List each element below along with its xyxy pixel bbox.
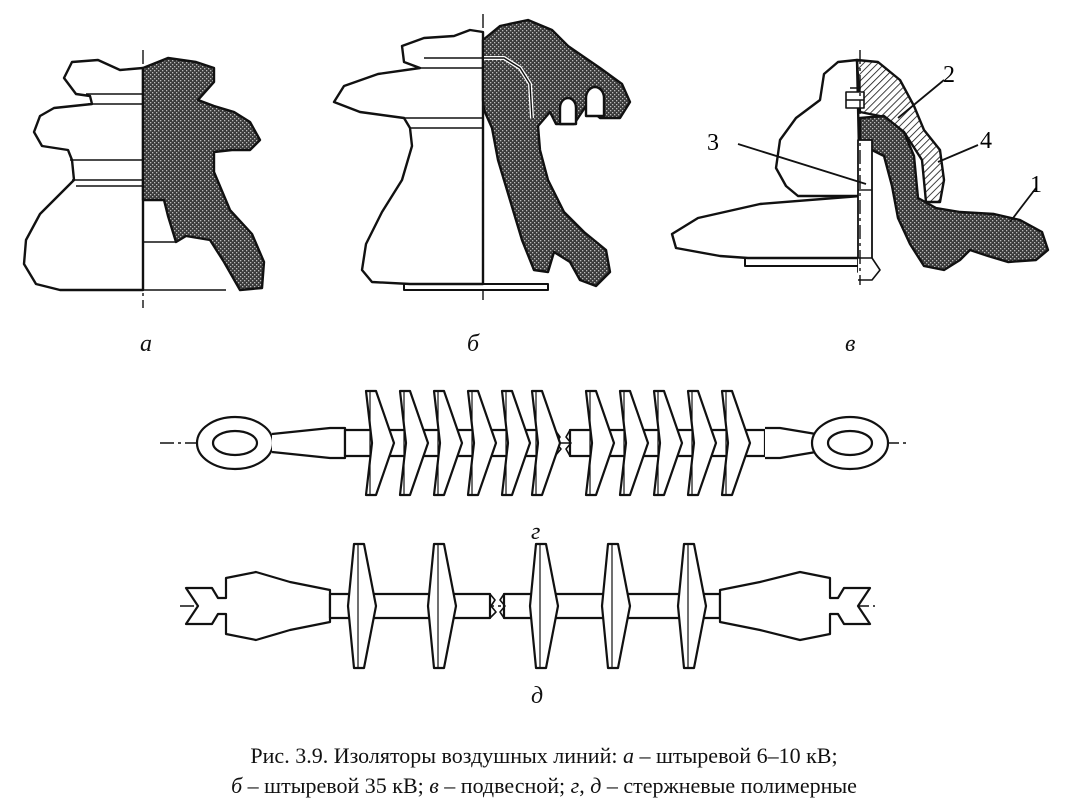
callout-2: 2 xyxy=(943,62,955,88)
callout-1: 1 xyxy=(1030,172,1042,198)
caption-fragment: – штыревой 35 кВ; xyxy=(242,773,430,798)
caption-fragment: а xyxy=(622,743,634,768)
label-b: б xyxy=(467,331,480,357)
callout-leaders xyxy=(737,79,1037,223)
insulator-g-drawing xyxy=(195,389,890,497)
caption-line-2: б – штыревой 35 кВ; в – подвесной; г, д … xyxy=(0,771,1088,801)
label-g: г xyxy=(531,519,541,545)
label-v: в xyxy=(845,331,856,357)
caption-fragment: г xyxy=(570,773,580,798)
caption-fragment: б xyxy=(231,773,243,798)
insulators-figure: 2 3 4 1 xyxy=(22,14,1050,670)
caption-fragment: д xyxy=(590,773,602,798)
caption-fragment: – стержневые полимерные xyxy=(601,773,857,798)
callout-4: 4 xyxy=(980,128,992,154)
label-d: д xyxy=(531,683,544,709)
callout-3: 3 xyxy=(707,130,719,156)
insulator-a-drawing xyxy=(22,56,266,292)
caption-fragment: Рис. 3.9. Изоляторы воздушных линий: xyxy=(250,743,623,768)
insulator-b-drawing xyxy=(332,18,632,291)
label-a: а xyxy=(140,331,152,357)
caption-line-1: Рис. 3.9. Изоляторы воздушных линий: а –… xyxy=(0,741,1088,771)
caption-fragment: – штыревой 6–10 кВ; xyxy=(633,743,838,768)
insulator-d-drawing xyxy=(184,542,872,670)
caption-fragment: в xyxy=(429,773,439,798)
caption-fragment: – подвесной; xyxy=(438,773,571,798)
caption-fragment: , xyxy=(579,773,591,798)
